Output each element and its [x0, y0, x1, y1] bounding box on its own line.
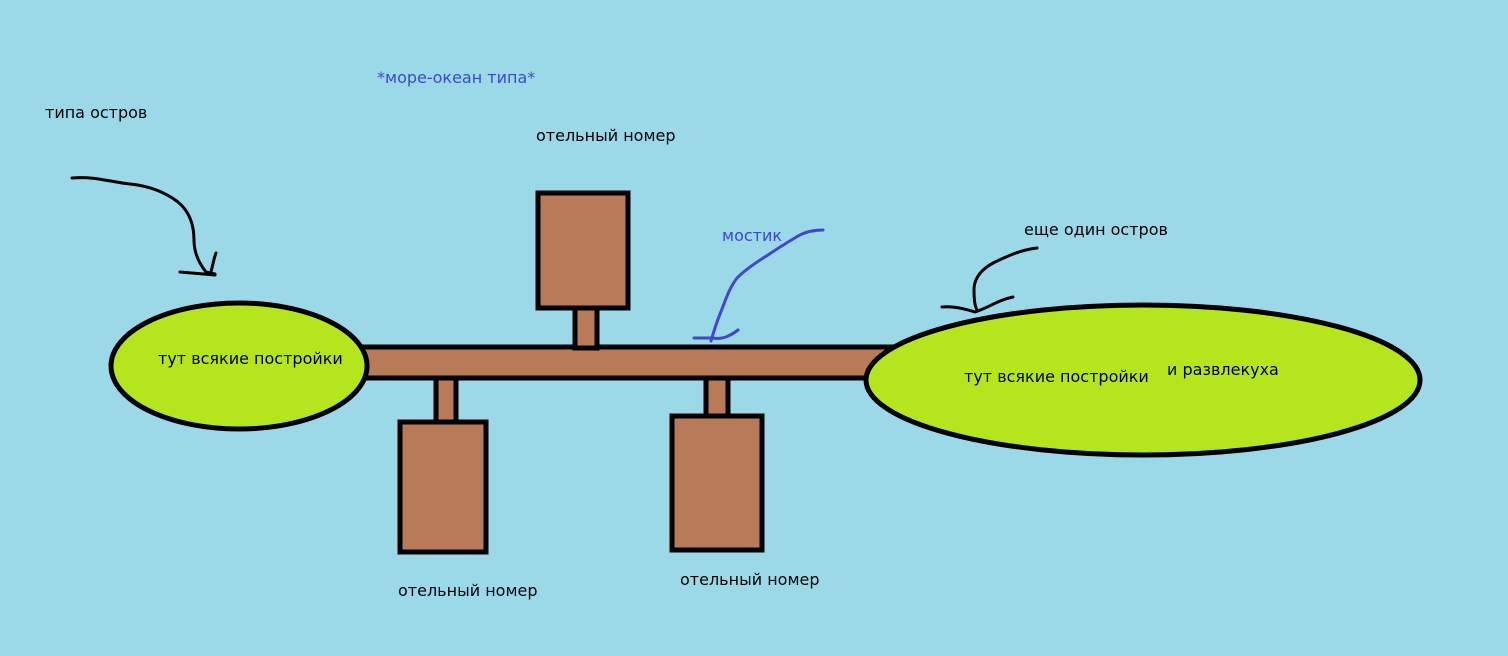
room-bottom-left-label: отельный номер [398, 581, 538, 600]
bridge-note: мостик [722, 226, 783, 245]
left-island [108, 300, 370, 432]
right-island-note: еще один остров [1024, 220, 1168, 239]
room-bottom-right-label: отельный номер [680, 570, 820, 589]
room-bottom-left [397, 419, 489, 555]
right-island [863, 302, 1423, 458]
left-island-text: тут всякие постройки [158, 349, 343, 368]
room-top-connector [572, 305, 600, 351]
room-bottom-right [669, 413, 765, 553]
room-bottom-left-connector [433, 375, 459, 425]
bridge-walkway [352, 344, 898, 381]
sea-note: *море-океан типа* [377, 68, 536, 87]
right-island-text: тут всякие постройки [964, 367, 1149, 386]
room-top-label: отельный номер [536, 126, 676, 145]
right-island-arrow [940, 246, 1039, 314]
left-island-note: типа остров [45, 103, 148, 122]
left-island-arrow [70, 176, 218, 277]
room-top [535, 190, 631, 311]
room-bottom-right-connector [703, 375, 731, 419]
right-island-extra: и развлекуха [1167, 360, 1279, 379]
bridge-note-arrow [692, 228, 825, 343]
